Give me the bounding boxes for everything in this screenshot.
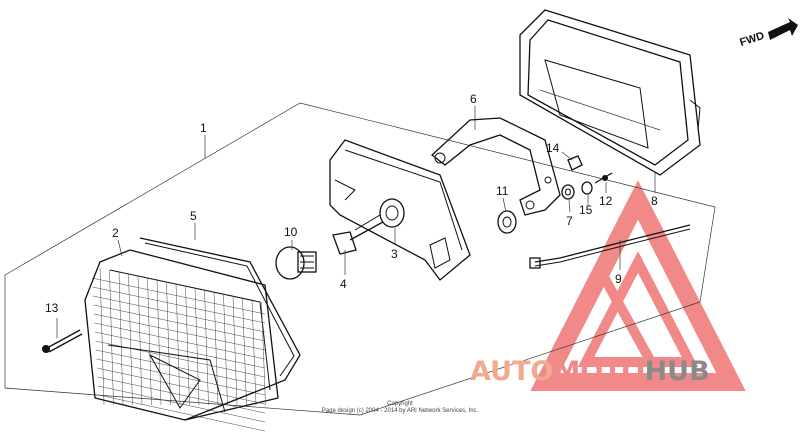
lens-grid-line <box>251 299 257 406</box>
label-part-5: 5 <box>190 209 197 223</box>
label-part-10: 10 <box>284 225 298 239</box>
label-part-9: 9 <box>615 272 622 286</box>
lens-grid-line <box>97 376 266 414</box>
lens-grid-line <box>175 283 181 406</box>
lens-grid-line <box>166 281 171 406</box>
socket-part-4 <box>332 221 384 255</box>
label-part-12: 12 <box>599 194 613 208</box>
bulb-part-10 <box>275 246 317 280</box>
lens-grid-line <box>223 293 228 406</box>
watermark-logo <box>530 180 746 391</box>
lens-grid-line <box>128 273 133 406</box>
lens-grid-line <box>137 275 143 406</box>
frame-part-8 <box>519 9 701 176</box>
lens-grid-line <box>109 269 114 406</box>
lens-grid-line <box>232 295 238 406</box>
lens-grid-line <box>94 331 266 369</box>
lens-grid-line <box>93 313 266 351</box>
label-part-1: 1 <box>200 121 207 135</box>
fwd-label: FWD <box>738 30 766 49</box>
lens-grid-line <box>156 279 162 406</box>
label-part-7: 7 <box>566 214 573 228</box>
label-part-14: 14 <box>546 141 560 155</box>
wire-part-9 <box>529 224 691 269</box>
lens-grid-line <box>96 367 266 405</box>
lens-grid-line <box>147 277 152 406</box>
watermark-text-auto: AUTOMOTOHUB <box>470 356 710 387</box>
label-part-3: 3 <box>391 247 398 261</box>
label-part-11: 11 <box>496 184 509 198</box>
lens-grid-line <box>97 385 266 423</box>
copyright-line-1: Copyright <box>387 401 413 407</box>
screw-part-13 <box>42 329 83 353</box>
label-part-2: 2 <box>112 226 119 240</box>
gasket-part-5 <box>139 237 301 421</box>
lens-grid-line <box>94 322 266 360</box>
lens-grid-line <box>96 358 266 396</box>
washer-part-15 <box>581 181 593 195</box>
lens-grid-line <box>98 394 266 432</box>
leader-lines <box>56 106 656 338</box>
lens-grid-line <box>194 287 200 406</box>
lens-part-2 <box>84 249 279 432</box>
label-part-15: 15 <box>579 203 593 217</box>
copyright-line-2: Page design (c) 2004 - 2014 by ARI Netwo… <box>322 408 479 414</box>
label-part-8: 8 <box>651 194 658 208</box>
lens-grid-line <box>93 304 266 342</box>
lens-grid-line <box>95 349 266 387</box>
lens-grid-line <box>92 286 266 324</box>
housing-part-3 <box>329 139 471 281</box>
watermark-text: AUTOMOTOHUB <box>470 356 710 387</box>
assembly-outline <box>4 102 716 416</box>
part-number-labels: 1 2 3 4 5 6 7 8 9 10 11 12 13 14 15 FWD <box>45 30 766 315</box>
lens-grid-line <box>118 271 124 406</box>
nut-part-14 <box>567 155 583 171</box>
lens-grid-line <box>92 295 266 333</box>
bolt-part-12 <box>594 172 613 184</box>
lens-grid-line <box>242 297 247 406</box>
lens-grid-line <box>204 289 209 406</box>
lens-grid-line <box>99 267 105 406</box>
label-part-4: 4 <box>340 277 347 291</box>
grommet-part-11 <box>497 210 517 234</box>
lens-grid-line <box>91 277 266 315</box>
label-part-13: 13 <box>45 301 59 315</box>
label-part-6: 6 <box>470 92 477 106</box>
forward-direction-indicator <box>768 18 798 40</box>
bracket-part-6 <box>430 117 561 216</box>
nut-part-7 <box>561 184 575 200</box>
lens-grid-line <box>185 285 190 406</box>
